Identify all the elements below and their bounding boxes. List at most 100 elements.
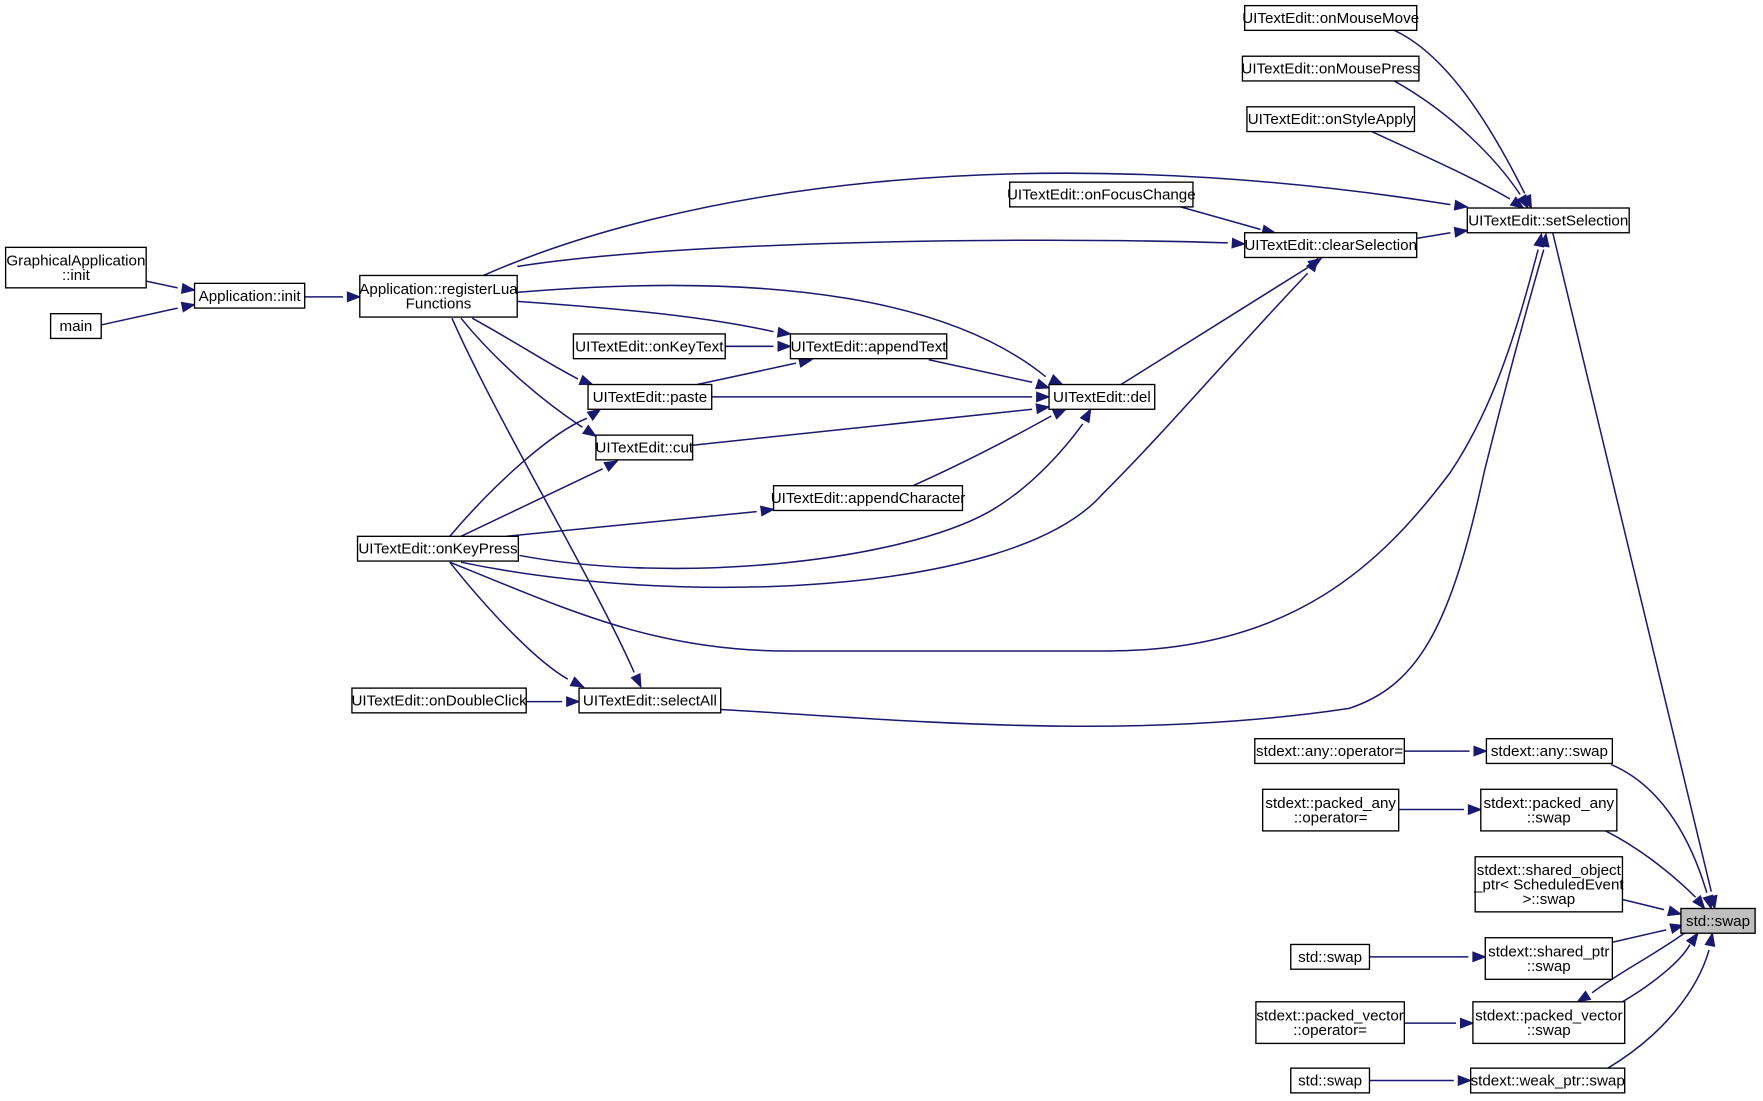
node-pvec-op[interactable]: stdext::packed_vector::operator= <box>1255 1001 1406 1045</box>
node-label: UITextEdit::appendCharacter <box>771 490 966 507</box>
edge-line <box>449 561 569 680</box>
edge-line <box>451 317 635 673</box>
edge-line <box>519 423 1084 570</box>
node-box <box>1048 383 1156 410</box>
node-label: stdext::shared_object <box>1477 862 1622 879</box>
edge-arrowhead <box>180 301 197 313</box>
edge-reg_lua-to-set_sel <box>483 172 1469 277</box>
node-pvec-swap[interactable]: stdext::packed_vector::swap <box>1472 1001 1626 1045</box>
node-on-focus[interactable]: UITextEdit::onFocusChange <box>1007 181 1196 208</box>
node-box <box>1255 1001 1406 1045</box>
node-clear-sel[interactable]: UITextEdit::clearSelection <box>1243 232 1418 259</box>
edge-paste-to-append_text <box>696 357 814 386</box>
node-paste[interactable]: UITextEdit::paste <box>587 383 713 410</box>
node-std-swap-1[interactable]: std::swap <box>1290 943 1371 970</box>
node-label: stdext::weak_ptr::swap <box>1471 1073 1625 1090</box>
node-del[interactable]: UITextEdit::del <box>1048 383 1156 410</box>
edge-line <box>1612 929 1667 943</box>
node-label: stdext::packed_vector <box>1256 1007 1403 1024</box>
edge-arrowhead <box>582 424 598 438</box>
node-sobj-swap[interactable]: stdext::shared_object_ptr< ScheduledEven… <box>1473 856 1624 913</box>
node-on-style[interactable]: UITextEdit::onStyleApply <box>1246 106 1416 133</box>
node-box <box>1485 738 1614 765</box>
node-any-swap[interactable]: stdext::any::swap <box>1485 738 1614 765</box>
edge-on_double_click-to-select_all <box>526 696 581 708</box>
edge-arrowhead <box>1509 196 1525 209</box>
node-std-swap-main[interactable]: std::swap <box>1680 907 1756 934</box>
node-box <box>1466 207 1630 234</box>
node-label: ::swap <box>1527 1022 1571 1039</box>
node-wptr-swap[interactable]: stdext::weak_ptr::swap <box>1469 1067 1626 1094</box>
node-box <box>1469 1067 1626 1094</box>
node-cut[interactable]: UITextEdit::cut <box>595 434 694 461</box>
node-label: UITextEdit::selectAll <box>583 693 717 710</box>
edge-append_char-to-del <box>912 408 1068 487</box>
edge-arrowhead <box>1051 408 1068 420</box>
edge-line <box>517 239 1228 268</box>
node-pany-swap[interactable]: stdext::packed_any::swap <box>1480 788 1618 832</box>
node-std-swap-2[interactable]: std::swap <box>1290 1067 1371 1094</box>
node-any-op[interactable]: stdext::any::operator= <box>1254 738 1406 765</box>
edge-arrowhead <box>1467 804 1483 816</box>
node-label: UITextEdit::onMousePress <box>1241 61 1420 78</box>
edge-line <box>449 417 588 537</box>
node-label: UITextEdit::onStyleApply <box>1248 111 1414 128</box>
node-label: GraphicalApplication <box>6 252 145 269</box>
node-on-mouse-move[interactable]: UITextEdit::onMouseMove <box>1242 4 1419 32</box>
edge-arrowhead <box>1457 1074 1473 1087</box>
node-main[interactable]: main <box>49 313 102 340</box>
edge-on_key_press-to-select_all <box>449 561 585 688</box>
node-on-double-click[interactable]: UITextEdit::onDoubleClick <box>351 687 527 714</box>
edge-line <box>1605 830 1697 898</box>
node-select-all[interactable]: UITextEdit::selectAll <box>578 687 722 714</box>
edge-arrowhead <box>566 696 581 708</box>
node-on-mouse-press[interactable]: UITextEdit::onMousePress <box>1241 55 1420 82</box>
node-append-char[interactable]: UITextEdit::appendCharacter <box>771 485 966 512</box>
node-gfx-init[interactable]: GraphicalApplication::init <box>4 246 147 289</box>
node-on-key-press[interactable]: UITextEdit::onKeyPress <box>356 535 520 562</box>
node-on-key-text[interactable]: UITextEdit::onKeyText <box>572 333 726 360</box>
edge-arrowhead <box>760 505 776 517</box>
node-box <box>572 333 726 360</box>
node-append-text[interactable]: UITextEdit::appendText <box>789 333 948 360</box>
node-label: std::swap <box>1686 913 1750 930</box>
node-box <box>1290 943 1371 970</box>
node-app-init[interactable]: Application::init <box>193 282 306 309</box>
node-sptr-swap[interactable]: stdext::shared_ptr::swap <box>1484 937 1614 980</box>
node-label: ::init <box>62 267 91 284</box>
node-label: ::operator= <box>1293 1022 1367 1039</box>
edge-line <box>460 468 603 538</box>
node-box <box>587 383 713 410</box>
node-box <box>1472 1001 1626 1045</box>
node-label: UITextEdit::setSelection <box>1468 212 1628 229</box>
edge-arrowhead <box>1231 237 1247 249</box>
node-box <box>789 333 948 360</box>
node-box <box>1480 788 1618 832</box>
edge-arrowhead <box>1702 894 1714 911</box>
edge-reg_lua-to-select_all <box>451 317 642 689</box>
edge-arrowhead <box>1035 378 1051 390</box>
edge-clear_sel-to-set_sel <box>1416 226 1469 240</box>
edge-line <box>1120 266 1309 386</box>
edge-on_key_press-to-paste <box>449 408 602 537</box>
node-label: stdext::packed_any <box>1484 795 1615 812</box>
node-set-sel[interactable]: UITextEdit::setSelection <box>1466 207 1630 234</box>
edge-arrowhead <box>1516 194 1529 210</box>
node-box <box>1484 937 1614 980</box>
edge-line <box>692 408 1033 447</box>
edge-arrowhead <box>1669 923 1685 935</box>
edges-layer <box>101 29 1718 1087</box>
node-box <box>356 535 520 562</box>
edge-line <box>912 415 1052 487</box>
edge-arrowhead <box>1692 894 1706 910</box>
edge-line <box>449 249 1539 652</box>
node-label: ::swap <box>1527 958 1571 975</box>
node-label: std::swap <box>1298 1073 1362 1090</box>
node-label: UITextEdit::onMouseMove <box>1242 10 1419 27</box>
node-pany-op[interactable]: stdext::packed_any::operator= <box>1261 788 1400 832</box>
node-box <box>772 485 964 512</box>
edge-line <box>517 284 1047 378</box>
edge-arrowhead <box>1667 905 1683 917</box>
node-label: _ptr< ScheduledEvent <box>1473 876 1624 893</box>
